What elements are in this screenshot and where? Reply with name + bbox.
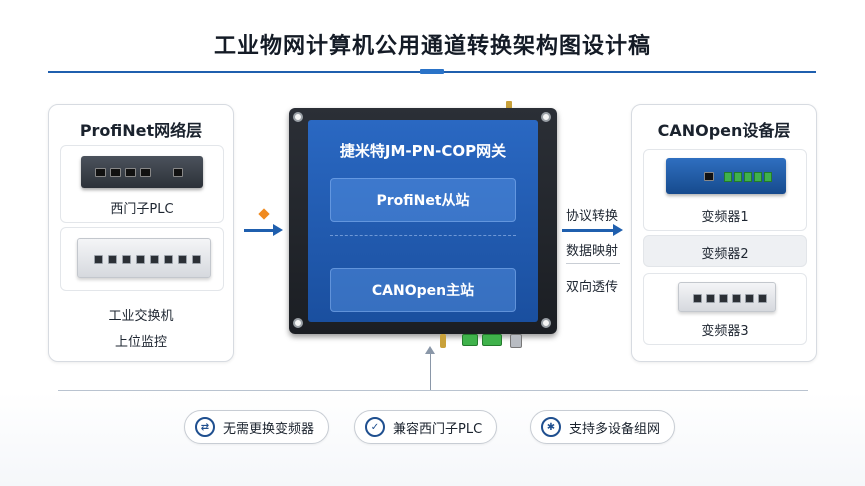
feature-bidirectional-passthrough: 双向透传 — [566, 280, 619, 295]
plc-device-icon — [81, 156, 203, 188]
page-title: 工业物网计算机公用通道转换架构图设计稿 — [213, 34, 651, 59]
left-flow-arrow-head — [273, 224, 283, 236]
plc-device-card[interactable]: 西门子PLC — [60, 145, 224, 223]
profinet-layer-title: ProfiNet网络层 — [79, 121, 203, 140]
antenna-connector — [440, 334, 446, 348]
coax-connector — [510, 334, 522, 348]
gateway-face: 捷米特JM-PN-COP网关 ProfiNet从站 CANOpen主站 — [308, 120, 538, 322]
screw — [541, 112, 551, 122]
industrial-switch-card[interactable] — [60, 227, 224, 291]
industrial-switch-label: 工业交换机 — [108, 309, 174, 324]
profinet-slave-block[interactable]: ProfiNet从站 — [330, 178, 516, 222]
canopen-layer-title: CANOpen设备层 — [657, 121, 791, 140]
antenna-top — [506, 101, 512, 109]
screw — [293, 318, 303, 328]
shield-check-icon: ✓ — [365, 417, 385, 437]
inverter-2-label: 变频器2 — [701, 247, 749, 262]
left-flow-arrow — [244, 229, 274, 232]
scada-monitor-label: 上位监控 — [114, 335, 167, 350]
canopen-master-block[interactable]: CANOpen主站 — [330, 268, 516, 312]
terminal-block-connector — [482, 334, 502, 346]
right-flow-arrow — [562, 229, 614, 232]
screw — [541, 318, 551, 328]
profinet-layer-panel: ProfiNet网络层 西门子PLC 工业交换机 上位监控 — [48, 104, 234, 362]
swap-icon: ⇄ — [195, 417, 215, 437]
plc-device-label: 西门子PLC — [110, 202, 174, 217]
gateway-device[interactable]: 捷米特JM-PN-COP网关 ProfiNet从站 CANOpen主站 — [289, 108, 557, 334]
inverter-3-icon — [678, 282, 776, 312]
marker-diamond-icon — [258, 208, 270, 220]
benefit-no-replace-inverter: ⇄ 无需更换变频器 — [184, 410, 330, 444]
benefits-divider — [58, 390, 808, 391]
terminal-block-connector — [462, 334, 478, 346]
screw — [293, 112, 303, 122]
right-flow-arrow-head — [613, 224, 623, 236]
canopen-layer-panel: CANOpen设备层 变频器1 变频器2 变频器3 — [631, 104, 817, 362]
feature-protocol-conversion: 协议转换 — [566, 209, 619, 224]
gateway-divider — [330, 235, 516, 236]
benefit-multi-device-network: ✱ 支持多设备组网 — [530, 410, 676, 444]
inverter-3-label: 变频器3 — [701, 324, 749, 339]
benefit-label: 支持多设备组网 — [569, 421, 661, 437]
network-icon: ✱ — [541, 417, 561, 437]
inverter-1-label: 变频器1 — [701, 210, 749, 225]
benefit-siemens-compatible: ✓ 兼容西门子PLC — [354, 410, 498, 444]
inverter-3-card[interactable]: 变频器3 — [643, 273, 807, 345]
industrial-switch-icon — [77, 238, 211, 278]
feature-data-mapping: 数据映射 — [566, 244, 619, 259]
inverter-2-card[interactable]: 变频器2 — [643, 235, 807, 267]
gateway-title: 捷米特JM-PN-COP网关 — [339, 142, 507, 160]
benefit-label: 无需更换变频器 — [223, 421, 315, 437]
title-underline — [48, 69, 816, 74]
benefit-label: 兼容西门子PLC — [393, 421, 483, 437]
up-arrow-head — [425, 346, 435, 354]
inverter-1-card[interactable]: 变频器1 — [643, 149, 807, 231]
up-arrow — [430, 352, 431, 390]
feature-divider — [566, 263, 620, 264]
inverter-1-icon — [666, 158, 786, 194]
